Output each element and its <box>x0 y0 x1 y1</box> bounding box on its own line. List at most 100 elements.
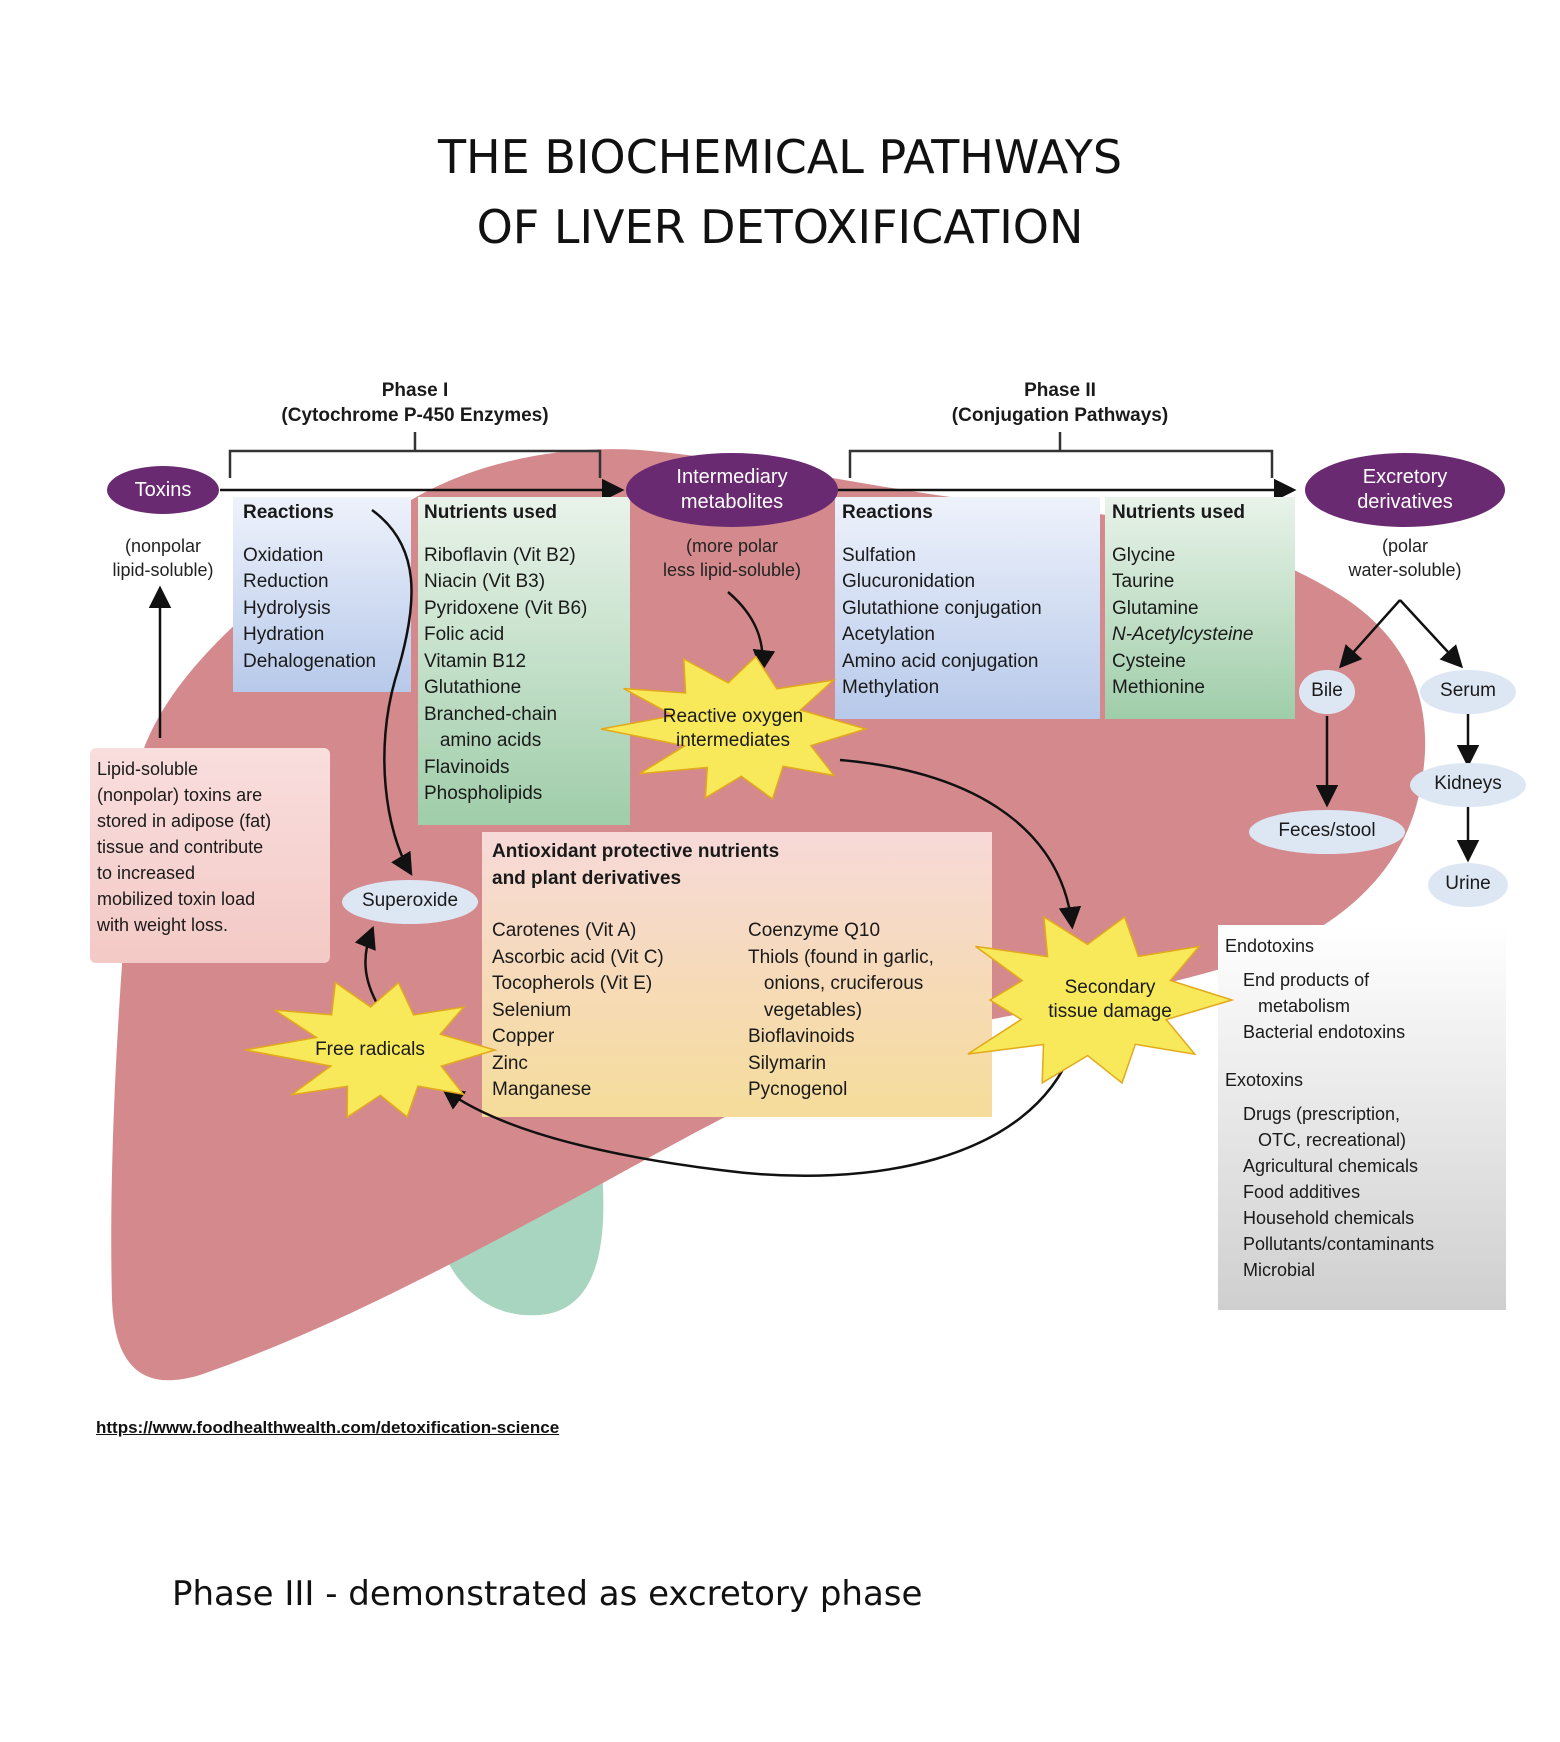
phase1-header: Phase I (Cytochrome P-450 Enzymes) <box>250 378 580 428</box>
list-item: Bioflavinoids <box>748 1026 855 1047</box>
list-item: Manganese <box>492 1079 592 1100</box>
list-item: Household chemicals <box>1243 1208 1415 1228</box>
urine-label: Urine <box>1445 873 1491 894</box>
toxins-pill-shape <box>107 466 219 514</box>
phase2-title: Phase II <box>1024 380 1096 401</box>
phase2-nutrients-box <box>1105 497 1295 719</box>
free-radicals-burst-label: Free radicals <box>290 1038 450 1062</box>
list-item: Carotenes (Vit A) <box>492 920 637 941</box>
excretory-note-line: water-soluble) <box>1348 560 1462 580</box>
title-line-2: OF LIVER DETOXIFICATION <box>476 200 1084 254</box>
endotoxins-heading: Endotoxins <box>1225 936 1315 956</box>
arrow-secondary-to-free-radicals <box>441 1049 1074 1178</box>
note-line: with weight loss. <box>97 915 229 935</box>
list-item: Folic acid <box>424 624 505 645</box>
kidneys-oval-shape <box>1410 763 1526 807</box>
phase2-nutrients-heading: Nutrients used <box>1112 502 1246 523</box>
bile-oval-shape <box>1299 670 1355 714</box>
list-item: Dehalogenation <box>243 650 377 672</box>
phase2-subtitle: (Conjugation Pathways) <box>951 405 1169 426</box>
list-item: Hydrolysis <box>243 597 331 619</box>
burst-line: Secondary <box>1064 977 1156 998</box>
list-item: Zinc <box>492 1052 528 1074</box>
list-item: Acetylation <box>842 624 935 645</box>
title-line-1: THE BIOCHEMICAL PATHWAYS <box>437 130 1123 184</box>
antioxidants-col1: Carotenes (Vit A) Ascorbic acid (Vit C) … <box>492 918 664 1104</box>
phase2-header: Phase II (Conjugation Pathways) <box>900 378 1220 428</box>
list-item: End products of <box>1243 970 1370 990</box>
list-item: Cysteine <box>1112 650 1186 672</box>
list-item: Methylation <box>842 677 940 698</box>
intermediary-note-line: less lipid-soluble) <box>662 560 802 580</box>
list-item: metabolism <box>1243 996 1351 1016</box>
list-item: Niacin (Vit B3) <box>424 571 546 592</box>
arrow-reactions-to-superoxide <box>371 508 413 876</box>
source-link[interactable]: https://www.foodhealthwealth.com/detoxif… <box>96 1418 560 1437</box>
list-item: Pollutants/contaminants <box>1243 1234 1435 1254</box>
burst-line: Reactive oxygen <box>662 706 804 727</box>
intermediary-note: (more polar less lipid-soluble) <box>630 534 834 582</box>
note-line: Lipid-soluble <box>97 759 199 779</box>
list-item: Hydration <box>243 624 325 645</box>
excretory-pill-shape <box>1305 453 1505 527</box>
ros-burst-shape <box>600 655 869 801</box>
list-item: Branched-chain <box>424 703 558 725</box>
list-item: Pyridoxene (Vit B6) <box>424 597 588 619</box>
phase1-nutrients-heading: Nutrients used <box>424 502 558 523</box>
bile-label: Bile <box>1311 680 1343 701</box>
list-item: Bacterial endotoxins <box>1243 1022 1406 1042</box>
antioxidants-heading-line: Antioxidant protective nutrients <box>492 841 780 862</box>
arrow-excretory-to-bile <box>1339 599 1401 669</box>
burst-line: tissue damage <box>1048 1001 1172 1022</box>
feces-oval-shape <box>1249 810 1405 854</box>
list-item: Thiols (found in garlic, <box>748 946 934 968</box>
toxins-note-line: (nonpolar <box>124 536 202 556</box>
phase1-bracket <box>228 432 602 478</box>
note-line: mobilized toxin load <box>97 889 256 909</box>
exotoxins-heading: Exotoxins <box>1225 1070 1304 1090</box>
list-item: Tocopherols (Vit E) <box>492 973 653 994</box>
secondary-burst-label: Secondary tissue damage <box>1010 976 1210 1024</box>
page-title: THE BIOCHEMICAL PATHWAYS OF LIVER DETOXI… <box>0 122 1560 262</box>
secondary-burst-shape <box>967 915 1235 1085</box>
list-item: amino acids <box>424 730 542 751</box>
adipose-note-box <box>90 748 330 963</box>
phase1-title: Phase I <box>381 380 449 401</box>
feces-label: Feces/stool <box>1278 820 1376 841</box>
list-item: Glycine <box>1112 544 1176 566</box>
antioxidants-heading: Antioxidant protective nutrients and pla… <box>492 839 779 892</box>
burst-line: Free radicals <box>315 1039 425 1060</box>
phase1-reactions-box <box>233 497 411 692</box>
intermediary-pill: Intermediary metabolites <box>626 453 838 527</box>
free-radicals-burst-shape <box>244 981 498 1119</box>
phase1-nutrients-list: Nutrients used Riboflavin (Vit B2) Niaci… <box>424 500 587 808</box>
list-item: Selenium <box>492 999 572 1021</box>
superoxide-label: Superoxide <box>361 890 459 911</box>
list-item: Oxidation <box>243 544 324 566</box>
phase1-nutrients-box <box>418 497 630 825</box>
list-item: Glucuronidation <box>842 571 976 592</box>
antioxidants-box <box>482 832 992 1117</box>
list-item: Ascorbic acid (Vit C) <box>492 946 664 968</box>
list-item: Copper <box>492 1026 555 1047</box>
list-item: Microbial <box>1243 1260 1316 1280</box>
list-item: Pycnogenol <box>748 1079 848 1100</box>
serum-label: Serum <box>1440 680 1496 701</box>
serum-oval-shape <box>1420 670 1516 714</box>
adipose-note: Lipid-soluble (nonpolar) toxins are stor… <box>97 756 271 938</box>
phase2-bracket <box>848 432 1274 478</box>
burst-line: intermediates <box>675 730 791 751</box>
antioxidants-heading-line: and plant derivatives <box>492 867 682 889</box>
arrow-intermediary-to-ros <box>727 591 776 673</box>
urine-oval-shape <box>1428 863 1508 907</box>
intermediary-note-line: (more polar <box>685 536 779 556</box>
phase2-nutrients-list: Nutrients used Glycine Taurine Glutamine… <box>1112 500 1254 702</box>
toxins-pill: Toxins <box>107 466 219 514</box>
excretory-note: (polar water-soluble) <box>1315 534 1495 582</box>
arrow-ros-to-secondary <box>839 758 1082 930</box>
list-item: Coenzyme Q10 <box>748 920 881 941</box>
note-line: to increased <box>97 863 196 883</box>
toxin-sources: Endotoxins End products of metabolism Ba… <box>1225 933 1434 1283</box>
list-item: Riboflavin (Vit B2) <box>424 544 576 566</box>
